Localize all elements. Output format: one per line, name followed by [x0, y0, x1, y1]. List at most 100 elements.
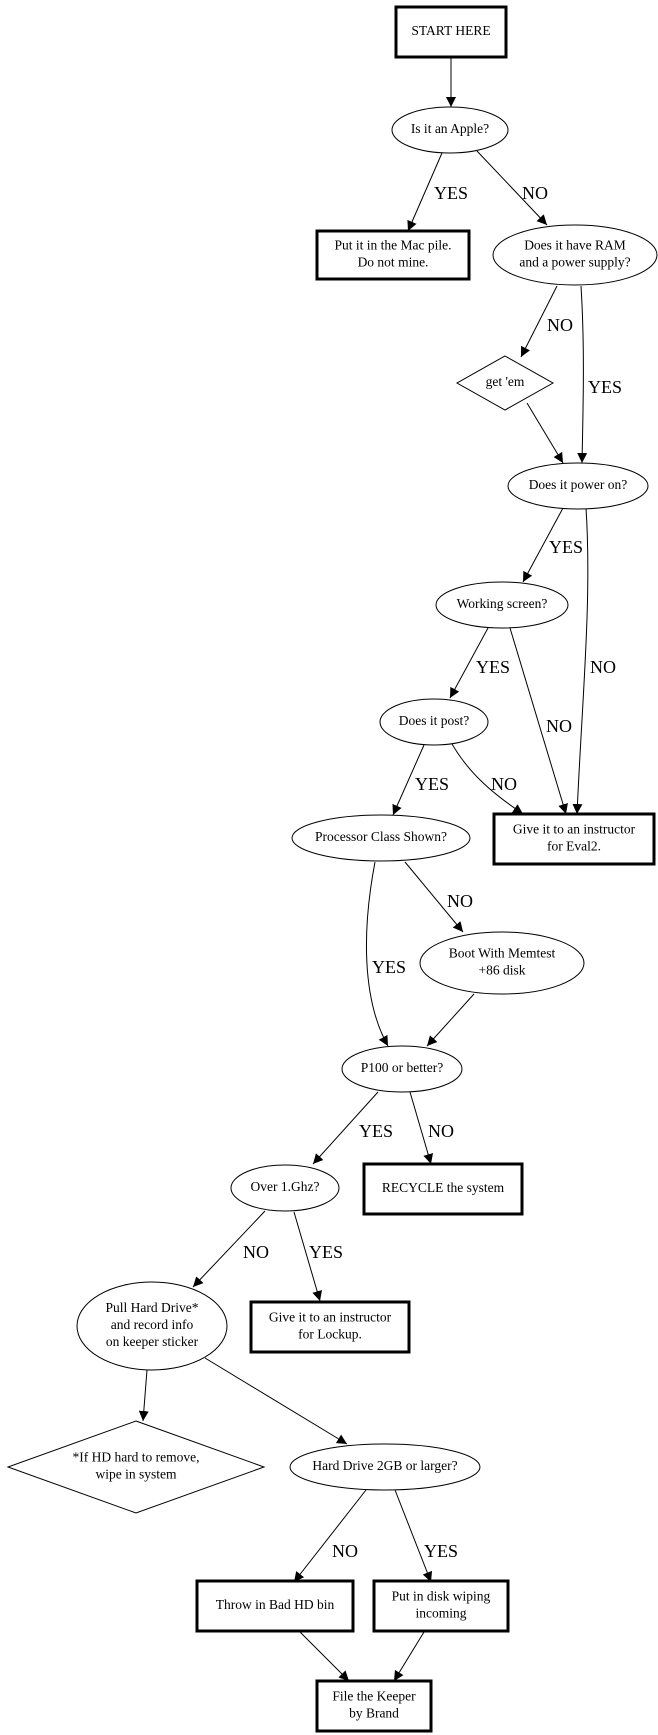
- node-wipe: Put in disk wiping incoming: [372, 1579, 510, 1633]
- node-p100: P100 or better?: [341, 1045, 463, 1093]
- edge-ram-to-getem: [520, 285, 558, 358]
- proc-ellipse-shape: [291, 814, 471, 862]
- edge-label-no: NO: [491, 774, 517, 794]
- p100-ellipse-shape: [341, 1045, 463, 1093]
- edge-wipe-to-keeper: [393, 1631, 425, 1682]
- node-text: Pull Hard Drive*: [106, 1300, 199, 1315]
- recycle-box-shape: [362, 1162, 524, 1216]
- node-text: RECYCLE the system: [382, 1180, 505, 1195]
- edge-label-yes: YES: [434, 183, 468, 203]
- node-post: Does it post?: [379, 698, 489, 746]
- badhd-box-shape: [195, 1579, 355, 1633]
- edge-p100-to-recycle: [409, 1091, 433, 1165]
- start-box-shape: [394, 5, 508, 59]
- edge-pullhd-to-hd2gb: [204, 1357, 348, 1445]
- edge-label-no: NO: [547, 315, 573, 335]
- ram-ellipse-shape: [492, 224, 658, 286]
- node-text: File the Keeper: [332, 1689, 416, 1704]
- node-ghz: Over 1.Ghz?: [230, 1164, 340, 1212]
- node-text: Does it have RAM: [524, 238, 626, 253]
- edge-label-yes: YES: [588, 377, 622, 397]
- edge-label-yes: YES: [424, 1541, 458, 1561]
- node-text: incoming: [416, 1606, 467, 1621]
- edge-label-yes: YES: [549, 537, 583, 557]
- screen-ellipse-shape: [435, 581, 569, 629]
- ghz-ellipse-shape: [230, 1164, 340, 1212]
- edge-ghz-to-pullhd: [192, 1210, 266, 1288]
- node-text: get 'em: [486, 374, 525, 389]
- edge-power-to-eval2: [572, 507, 589, 815]
- edge-memtest-to-p100: [426, 993, 475, 1047]
- node-ram: Does it have RAM and a power supply?: [492, 224, 658, 286]
- node-lockup: Give it to an instructor for Lockup.: [249, 1300, 411, 1354]
- edge-badhd-to-keeper: [299, 1631, 350, 1682]
- edge-label-no: NO: [447, 891, 473, 911]
- node-text: Throw in Bad HD bin: [216, 1597, 335, 1612]
- edge-label-no: NO: [332, 1541, 358, 1561]
- node-hd2gb: Hard Drive 2GB or larger?: [289, 1443, 481, 1491]
- node-screen: Working screen?: [435, 581, 569, 629]
- node-text: START HERE: [411, 23, 490, 38]
- edge-apple-to-macpile: [407, 152, 443, 232]
- node-text: for Lockup.: [298, 1327, 362, 1342]
- edge-post-to-eval2: [451, 743, 524, 815]
- edge-pullhd-to-hdnote: [138, 1369, 149, 1422]
- edge-label-no: NO: [546, 716, 572, 736]
- node-text: Give it to an instructor: [513, 822, 636, 837]
- node-text: Hard Drive 2GB or larger?: [312, 1458, 457, 1473]
- node-text: Does it post?: [399, 713, 470, 728]
- hd2gb-ellipse-shape: [289, 1443, 481, 1491]
- node-text: for Eval2.: [547, 839, 601, 854]
- edge-post-to-proc: [392, 744, 425, 816]
- edge-screen-to-eval2: [509, 627, 568, 815]
- edge-label-yes: YES: [309, 1242, 343, 1262]
- node-badhd: Throw in Bad HD bin: [195, 1579, 355, 1633]
- wipe-box-shape: [372, 1579, 510, 1633]
- node-memtest: Boot With Memtest +86 disk: [419, 931, 585, 995]
- edge-ghz-to-lockup: [293, 1211, 322, 1302]
- edge-hd2gb-to-wipe: [394, 1489, 433, 1583]
- edge-apple-to-ram: [476, 150, 548, 226]
- edge-label-no: NO: [590, 657, 616, 677]
- macpile-box-shape: [315, 229, 471, 281]
- node-text: Does it power on?: [529, 477, 628, 492]
- lockup-box-shape: [249, 1300, 411, 1354]
- node-text: Boot With Memtest: [449, 946, 556, 961]
- node-text: by Brand: [349, 1706, 399, 1721]
- node-text: Give it to an instructor: [269, 1310, 392, 1325]
- node-pullhd: Pull Hard Drive* and record info on keeper…: [76, 1281, 228, 1371]
- edge-proc-to-memtest: [404, 861, 464, 933]
- node-power: Does it power on?: [507, 462, 649, 510]
- node-text: Working screen?: [457, 596, 548, 611]
- edge-hd2gb-to-badhd: [293, 1489, 367, 1583]
- eval2-box-shape: [492, 812, 656, 866]
- hdnote-diamond-shape: [6, 1420, 266, 1514]
- node-text: and a power supply?: [519, 255, 630, 270]
- node-macpile: Put it in the Mac pile.Do not mine.: [315, 229, 471, 281]
- node-text: Put in disk wiping: [392, 1589, 491, 1604]
- edge-proc-to-p100: [365, 861, 389, 1047]
- edge-label-no: NO: [428, 1121, 454, 1141]
- node-keeper: File the Keeper by Brand: [315, 1679, 433, 1733]
- node-text: Put it in the Mac pile.: [335, 238, 452, 253]
- edge-label-yes: YES: [415, 774, 449, 794]
- node-apple: Is it an Apple?: [391, 106, 509, 154]
- power-ellipse-shape: [507, 462, 649, 510]
- edge-screen-to-post: [449, 627, 489, 699]
- node-text: on keeper sticker: [106, 1334, 199, 1349]
- node-recycle: RECYCLE the system: [362, 1162, 524, 1216]
- node-proc: Processor Class Shown?: [291, 814, 471, 862]
- getem-diamond-shape: [455, 355, 555, 411]
- node-text: Processor Class Shown?: [315, 829, 447, 844]
- edge-label-yes: YES: [359, 1121, 393, 1141]
- memtest-ellipse-shape: [419, 931, 585, 995]
- node-text: +86 disk: [479, 963, 526, 978]
- node-hdnote: *If HD hard to remove,wipe in system: [6, 1420, 266, 1514]
- node-text: and record info: [111, 1317, 194, 1332]
- edge-p100-to-ghz: [312, 1091, 379, 1165]
- node-text: P100 or better?: [361, 1060, 443, 1075]
- node-start: START HERE: [394, 5, 508, 59]
- node-text: *If HD hard to remove,: [72, 1450, 199, 1465]
- apple-ellipse-shape: [391, 106, 509, 154]
